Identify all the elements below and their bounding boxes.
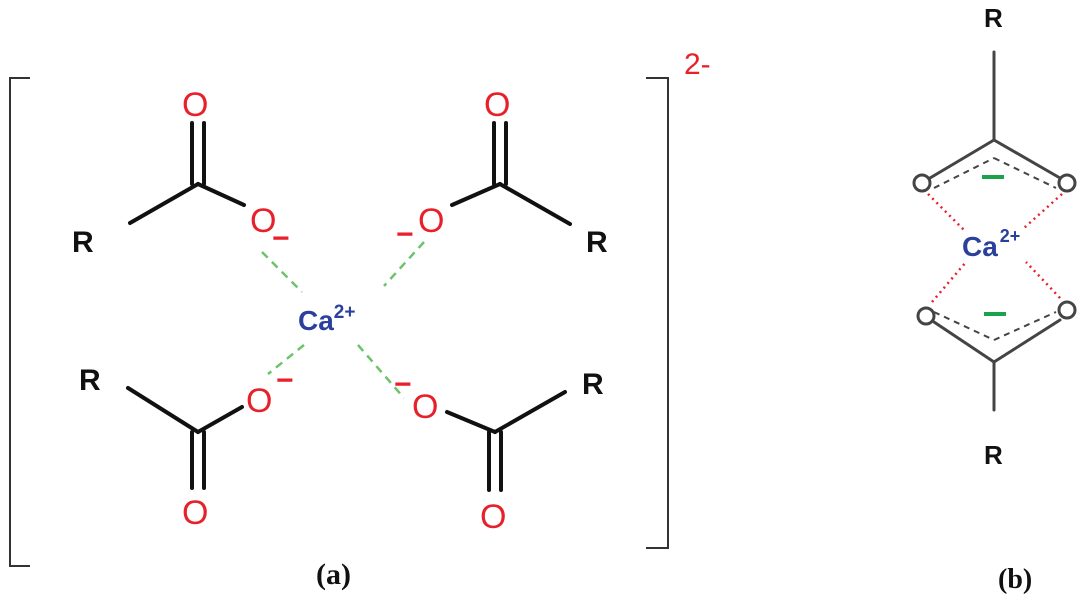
negative-charge-b-top bbox=[982, 175, 1004, 179]
oxygen-atoms-b bbox=[912, 173, 1077, 326]
r-group-bottom-right: R bbox=[582, 368, 604, 401]
negative-sign-top-left: − bbox=[272, 222, 290, 255]
oxygen-b-bottom-right bbox=[1057, 300, 1077, 320]
oxygen-top-left-anion: O bbox=[250, 202, 276, 240]
negative-sign-bottom-right: − bbox=[394, 368, 412, 401]
calcium-ion-a: Ca2+ bbox=[298, 302, 355, 336]
bonds-a bbox=[126, 121, 572, 492]
oxygen-b-top-right bbox=[1057, 173, 1077, 193]
oxygen-top-right-carbonyl: O bbox=[484, 86, 510, 124]
oxygen-bottom-left-carbonyl: O bbox=[182, 494, 208, 532]
caption-a: (a) bbox=[316, 558, 351, 591]
oxygen-bottom-right-anion: O bbox=[412, 388, 438, 426]
r-group-b-bottom: R bbox=[984, 440, 1003, 470]
r-group-top-right: R bbox=[586, 226, 608, 259]
oxygen-bottom-left-anion: O bbox=[246, 382, 272, 420]
calcium-symbol-a: Ca bbox=[298, 305, 334, 336]
r-group-top-left: R bbox=[72, 226, 94, 259]
calcium-charge-a: 2+ bbox=[334, 302, 356, 323]
calcium-symbol-b: Ca bbox=[962, 231, 998, 262]
oxygen-b-bottom-left bbox=[916, 306, 936, 326]
right-bracket bbox=[646, 77, 669, 549]
oxygen-top-right-anion: O bbox=[418, 202, 444, 240]
oxygen-bottom-right-carbonyl: O bbox=[480, 498, 506, 536]
panel-a: 2- bbox=[9, 48, 711, 591]
oxygen-top-left-carbonyl: O bbox=[182, 86, 208, 124]
delocalized-bonds-b bbox=[933, 157, 1057, 341]
left-bracket bbox=[9, 77, 30, 567]
negative-sign-bottom-left: − bbox=[276, 364, 294, 397]
coordination-bonds-a bbox=[261, 241, 425, 399]
caption-b: (b) bbox=[998, 564, 1032, 595]
calcium-charge-b: 2+ bbox=[1000, 226, 1021, 246]
bonds-b bbox=[928, 50, 1062, 412]
negative-charge-b-bottom bbox=[984, 312, 1006, 316]
r-group-b-top: R bbox=[984, 3, 1003, 33]
coordination-bonds-b bbox=[927, 193, 1063, 303]
r-group-bottom-left: R bbox=[79, 364, 101, 397]
negative-sign-top-right: − bbox=[396, 218, 414, 251]
complex-charge: 2- bbox=[684, 48, 711, 81]
oxygen-b-top-left bbox=[912, 173, 932, 193]
